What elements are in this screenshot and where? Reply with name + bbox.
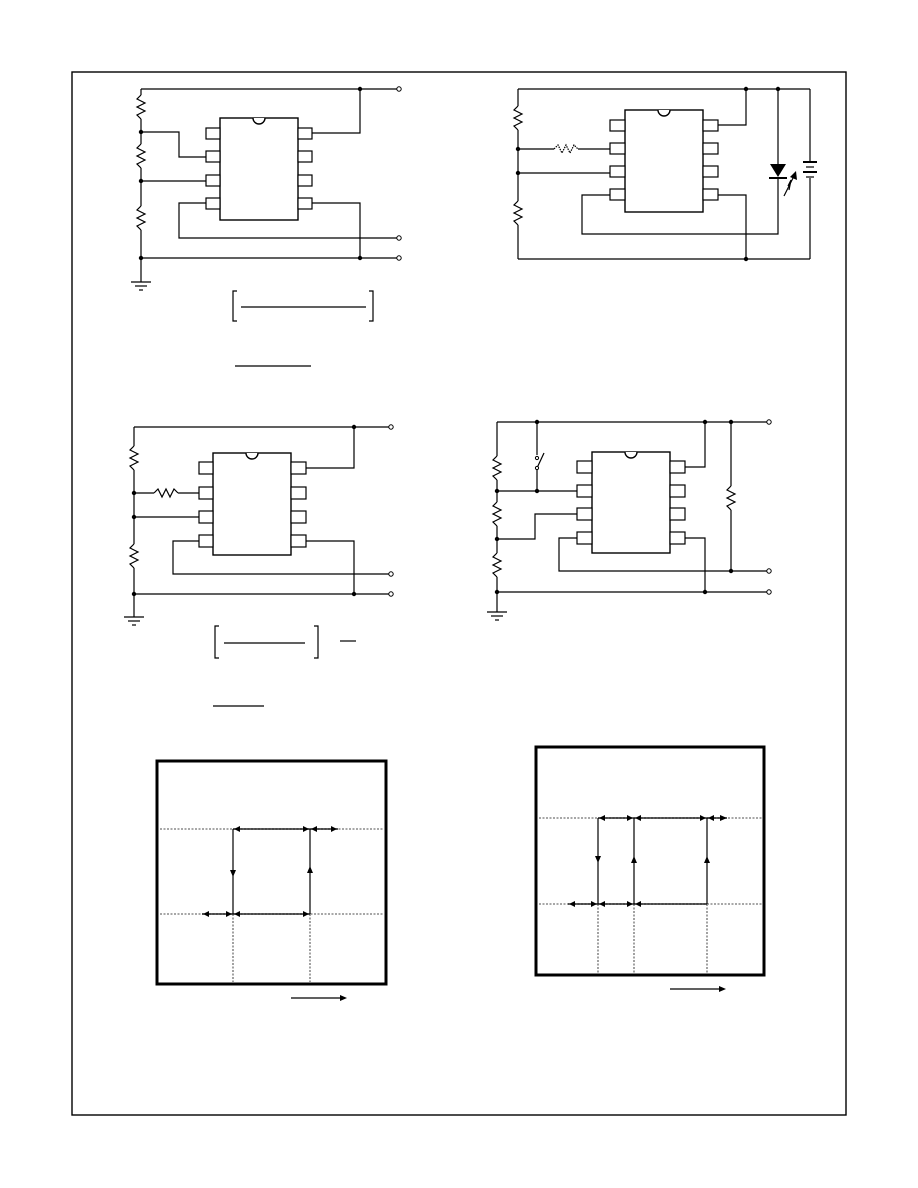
ic-chip [219,117,299,221]
hysteresis-plot-1 [155,759,388,1001]
resistor-pullup [725,485,737,511]
formula-bracket [232,290,374,322]
battery-icon [803,89,817,259]
resistor-r3 [491,552,503,578]
resistor-r1 [512,105,524,131]
hysteresis-plot-2 [534,745,766,992]
resistor-r2 [491,501,503,527]
terminal [388,591,394,597]
ground-symbol [131,281,151,291]
led-icon [769,164,797,197]
ic-chip [212,452,292,556]
terminal [388,571,394,577]
switch-icon [534,422,545,491]
resistor-r1 [128,445,140,471]
terminal [766,568,772,574]
circuit-2 [512,86,817,262]
ground-symbol [487,611,507,621]
ic-chip [624,109,704,213]
terminal [396,255,402,261]
terminal [388,424,394,430]
terminal [396,235,402,241]
page-border [71,71,847,1116]
terminal [396,86,402,92]
terminal [766,589,772,595]
resistor-r2 [135,143,147,169]
ic-chip [591,451,671,554]
circuit-1 [131,86,402,367]
circuit-4 [487,419,772,621]
resistor-r2 [128,543,140,569]
photo-resistor [553,143,579,155]
resistor-r3 [135,205,147,231]
resistor-r1 [491,455,503,481]
resistor-r1 [135,94,147,120]
circuit-3 [124,424,394,707]
terminal [766,419,772,425]
resistor-series [153,487,179,499]
resistor-r2 [512,200,524,226]
ground-symbol [124,616,144,626]
formula-bracket [214,625,356,659]
